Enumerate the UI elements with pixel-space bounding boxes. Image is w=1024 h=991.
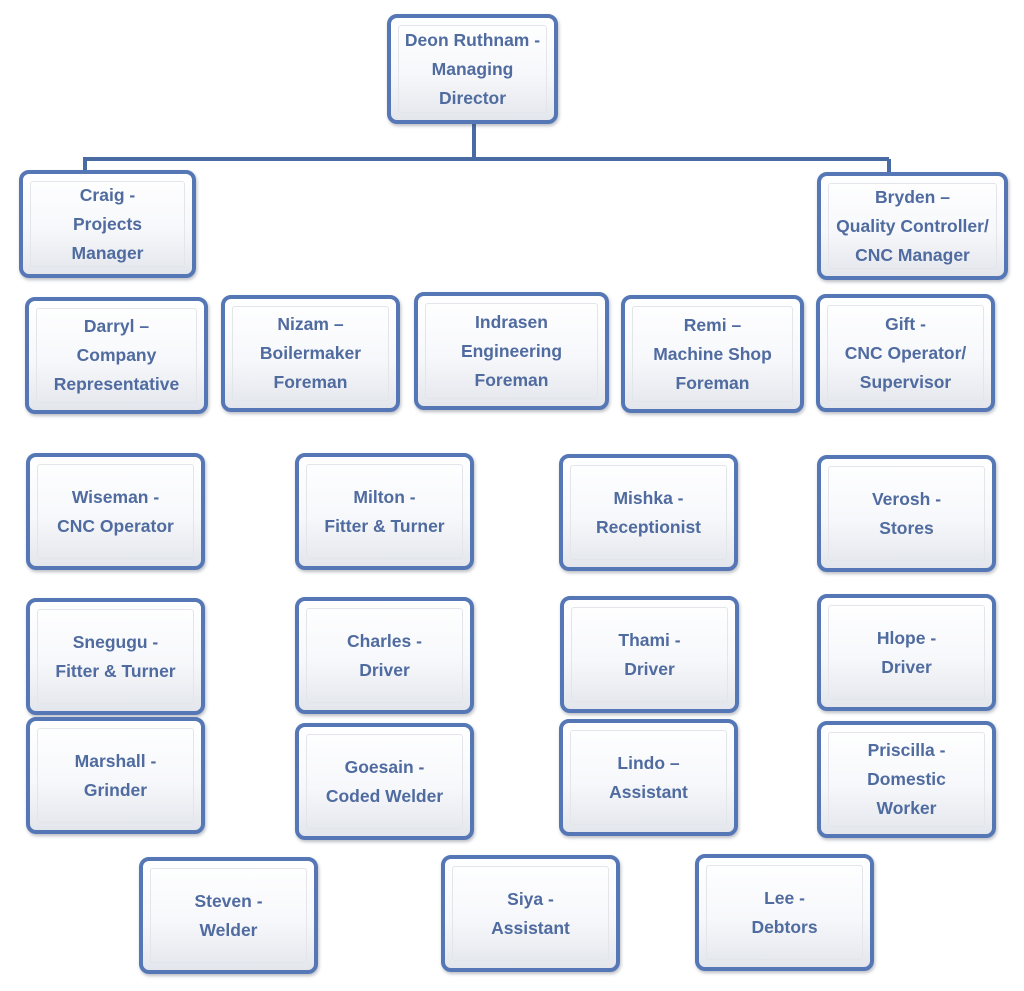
edge-deon-to-craig-and-bryden [83, 124, 891, 172]
node-darryl: Darryl – Company Representative [25, 297, 208, 414]
node-milton: Milton - Fitter & Turner [295, 453, 474, 570]
node-priscilla: Priscilla - Domestic Worker [817, 721, 996, 838]
node-remi: Remi – Machine Shop Foreman [621, 295, 804, 413]
node-thami-label: Thami - Driver [618, 629, 681, 679]
node-goesain-label: Goesain - Coded Welder [325, 756, 444, 806]
node-gift: Gift - CNC Operator/ Supervisor [816, 294, 995, 412]
node-bryden-label: Bryden – Quality Controller/ CNC Manager [836, 186, 989, 265]
node-deon: Deon Ruthnam - Managing Director [387, 14, 558, 124]
node-snegugu-label: Snegugu - Fitter & Turner [55, 631, 176, 681]
node-lindo-label: Lindo – Assistant [609, 752, 688, 802]
node-milton-label: Milton - Fitter & Turner [324, 486, 445, 536]
node-nizam-label: Nizam – Boilermaker Foreman [259, 314, 362, 392]
node-craig-label: Craig - Projects Manager [71, 184, 144, 263]
node-indrasen-label: Indrasen Engineering Foreman [460, 311, 563, 390]
node-mishka-label: Mishka - Receptionist [595, 487, 702, 537]
node-gift-label: Gift - CNC Operator/ Supervisor [844, 313, 967, 392]
node-marshall-label: Marshall - Grinder [74, 750, 157, 800]
node-steven-label: Steven - Welder [194, 890, 263, 940]
node-priscilla-label: Priscilla - Domestic Worker [867, 740, 946, 818]
node-verosh: Verosh - Stores [817, 455, 996, 572]
node-verosh-label: Verosh - Stores [871, 488, 942, 538]
node-mishka: Mishka - Receptionist [559, 454, 738, 571]
node-goesain: Goesain - Coded Welder [295, 723, 474, 840]
node-hlope-label: Hlope - Driver [876, 627, 937, 677]
node-snegugu: Snegugu - Fitter & Turner [26, 598, 205, 715]
node-wiseman-label: Wiseman - CNC Operator [57, 486, 174, 536]
node-craig: Craig - Projects Manager [19, 170, 196, 278]
node-deon-label: Deon Ruthnam - Managing Director [404, 29, 541, 108]
node-charles: Charles - Driver [295, 597, 474, 714]
node-siya-label: Siya - Assistant [491, 888, 570, 938]
node-charles-label: Charles - Driver [347, 630, 422, 680]
node-hlope: Hlope - Driver [817, 594, 996, 711]
node-wiseman: Wiseman - CNC Operator [26, 453, 205, 570]
node-siya: Siya - Assistant [441, 855, 620, 972]
node-bryden: Bryden – Quality Controller/ CNC Manager [817, 172, 1008, 280]
node-steven: Steven - Welder [139, 857, 318, 974]
node-thami: Thami - Driver [560, 596, 739, 713]
node-remi-label: Remi – Machine Shop Foreman [653, 314, 772, 393]
node-darryl-label: Darryl – Company Representative [53, 316, 180, 394]
node-lee-label: Lee - Debtors [751, 887, 818, 937]
node-lee: Lee - Debtors [695, 854, 874, 971]
node-nizam: Nizam – Boilermaker Foreman [221, 295, 400, 412]
node-marshall: Marshall - Grinder [26, 717, 205, 834]
node-indrasen: Indrasen Engineering Foreman [414, 292, 609, 410]
node-lindo: Lindo – Assistant [559, 719, 738, 836]
